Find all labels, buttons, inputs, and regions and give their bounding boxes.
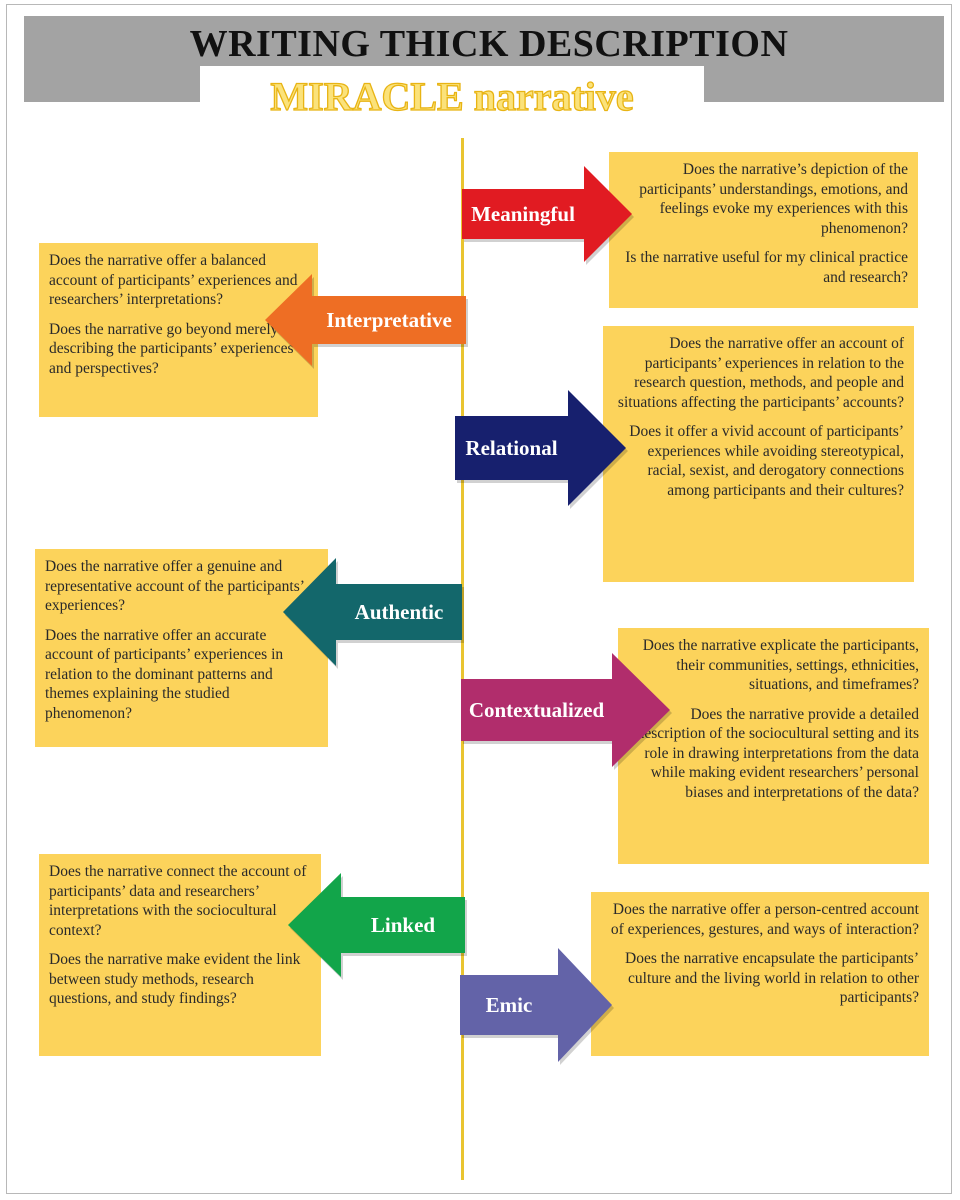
relational-arrow-body [455,390,626,506]
linked-arrow-body [288,873,465,977]
authentic-arrow-shape [283,558,464,669]
interpretative-arrow-body [265,274,466,366]
meaningful-question-2: Is the narrative useful for my clinical … [625,249,908,286]
emic-question-2: Does the narrative encapsulate the parti… [625,950,919,1006]
interpretative-question-1: Does the narrative offer a balanced acco… [49,252,298,308]
emic-arrow-body [460,948,612,1062]
interpretative-question-2: Does the narrative go beyond merely desc… [49,320,294,377]
interpretative-label: Interpretative [326,308,452,332]
subtitle-background [200,66,704,128]
meaningful-questions-box: Does the narrative’s depiction of the pa… [609,152,918,308]
relational-label: Relational [465,436,558,460]
emic-label: Emic [485,993,533,1017]
interpretative-arrow: Interpretative [265,274,468,369]
linked-label: Linked [370,913,436,937]
relational-question-2: Does it offer a vivid account of partici… [629,423,904,499]
page-subtitle: MIRACLE narrative [270,73,635,119]
linked-arrow-shape [288,873,467,980]
contextualized-questions-box: Does the narrative explicate the partici… [618,628,929,864]
page-frame [6,4,952,1194]
linked-arrow: Linked [288,873,467,980]
authentic-question-1: Does the narrative offer a genuine and r… [45,558,304,614]
linked-question-1: Does the narrative connect the account o… [49,863,307,939]
meaningful-question-1: Does the narrative’s depiction of the pa… [639,161,908,237]
meaningful-arrow: Meaningful [462,166,634,265]
contextualized-question-1: Does the narrative explicate the partici… [642,637,919,693]
emic-arrow: Emic [460,948,614,1065]
emic-arrow-shape [460,948,614,1065]
interpretative-arrow-shape [265,274,468,369]
authentic-question-2: Does the narrative offer an accurate acc… [45,626,284,722]
contextualized-label: Contextualized [468,698,605,722]
contextualized-arrow-body [461,653,670,767]
meaningful-label: Meaningful [471,202,575,226]
authentic-label: Authentic [354,600,444,624]
contextualized-question-2: Does the narrative provide a detailed de… [636,705,919,801]
emic-questions-box: Does the narrative offer a person-centre… [591,892,929,1056]
emic-question-1: Does the narrative offer a person-centre… [610,901,919,938]
interpretative-questions-box: Does the narrative offer a balanced acco… [39,243,318,417]
authentic-arrow: Authentic [283,558,464,669]
timeline-spine [461,138,464,1180]
linked-question-2: Does the narrative make evident the link… [49,951,301,1007]
relational-arrow: Relational [455,390,628,509]
authentic-questions-box: Does the narrative offer a genuine and r… [35,549,328,747]
relational-question-1: Does the narrative offer an account of p… [617,335,904,411]
contextualized-arrow: Contextualized [461,653,672,770]
meaningful-arrow-shape [462,166,634,265]
contextualized-arrow-shape [461,653,672,770]
page-title: WRITING THICK DESCRIPTION [189,23,789,65]
linked-questions-box: Does the narrative connect the account o… [39,854,321,1056]
authentic-arrow-body [283,558,462,666]
meaningful-arrow-body [462,166,632,262]
relational-questions-box: Does the narrative offer an account of p… [603,326,914,582]
relational-arrow-shape [455,390,628,509]
